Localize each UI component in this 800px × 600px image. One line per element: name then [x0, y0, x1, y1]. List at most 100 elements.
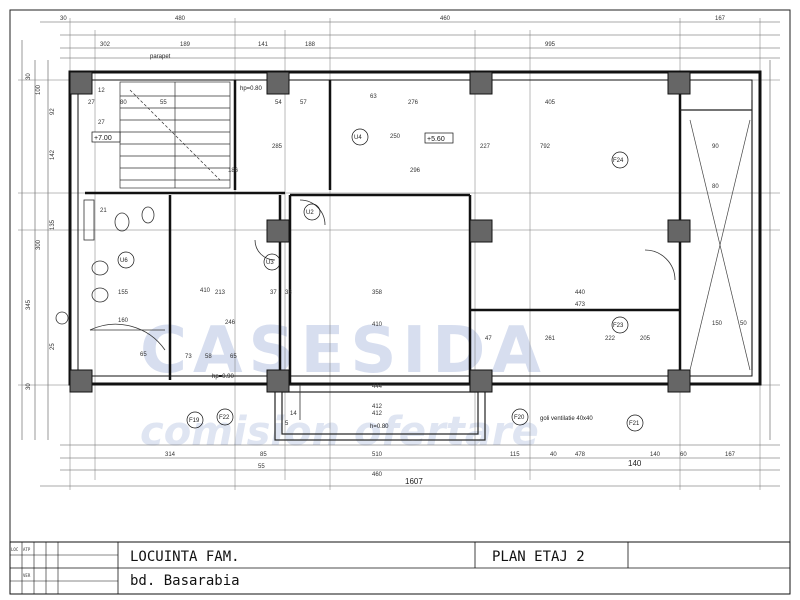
- top-dimensions: 30 480 460 167 302 189 141 188 995: [60, 16, 726, 48]
- dim-label: 792: [540, 144, 551, 150]
- exterior-walls: [68, 70, 762, 386]
- plan-notes: parapet hp=0.80 hp=0.90 goli ventilatie …: [150, 54, 593, 430]
- level-mark: +7.00: [94, 135, 112, 142]
- dim-label: 261: [545, 336, 556, 342]
- dim-label: 358: [372, 290, 383, 296]
- column: [266, 71, 290, 95]
- dim-label: 155: [118, 290, 129, 296]
- note-hp: hp=0.90: [212, 374, 235, 380]
- washbasin: [91, 287, 109, 303]
- dim-label: 65: [230, 354, 237, 360]
- column: [667, 71, 691, 95]
- dim-label: 314: [165, 452, 176, 458]
- staircase: [119, 81, 231, 189]
- dim-label: 167: [715, 16, 726, 22]
- dim-label: 50: [740, 321, 747, 327]
- dim-label: 186: [228, 168, 239, 174]
- dim-label: 58: [205, 354, 212, 360]
- project-address: bd. Basarabia: [130, 573, 240, 589]
- dim-label: 412: [372, 411, 383, 417]
- column: [667, 369, 691, 393]
- level-mark: +5.60: [427, 136, 445, 143]
- dim-label: 14: [290, 411, 297, 417]
- dim-label: 37: [270, 290, 277, 296]
- dim-label: 30: [60, 16, 67, 22]
- dim-label: 222: [605, 336, 616, 342]
- column: [469, 219, 493, 243]
- room-label: F22: [219, 415, 230, 421]
- dim-label: 73: [185, 354, 192, 360]
- dim-label: 995: [545, 42, 556, 48]
- dim-label: 460: [440, 16, 451, 22]
- balcony-outline: [274, 100, 753, 441]
- dim-label: 55: [160, 100, 167, 106]
- dim-label: 90: [712, 144, 719, 150]
- dim-label: 57: [300, 100, 307, 106]
- floor-drain: [55, 311, 69, 325]
- title-side-label: ATP: [23, 547, 31, 552]
- dim-label: 65: [140, 352, 147, 358]
- dim-label: 100: [36, 84, 42, 95]
- dim-label: 510: [372, 452, 383, 458]
- column: [69, 71, 93, 95]
- dim-label: 55: [258, 464, 265, 470]
- dim-label: 167: [725, 452, 736, 458]
- sheet-title: PLAN ETAJ 2: [492, 549, 585, 565]
- washbasin: [114, 212, 130, 232]
- dim-label: 189: [180, 42, 191, 48]
- dim-label: 27: [98, 120, 105, 126]
- project-name: LOCUINTA FAM.: [130, 549, 240, 565]
- dimension-lines: [21, 21, 780, 487]
- room-label: U4: [354, 135, 362, 141]
- watermark-tagline: comision ofertare: [140, 409, 539, 455]
- dim-label: 27: [88, 100, 95, 106]
- dim-label: 285: [272, 144, 283, 150]
- dim-label: 410: [372, 322, 383, 328]
- dim-label: 80: [120, 100, 127, 106]
- note-hp: hp=0.80: [240, 86, 263, 92]
- column: [266, 219, 290, 243]
- dim-label: 135: [50, 219, 56, 230]
- column: [469, 71, 493, 95]
- dim-label: 478: [575, 452, 586, 458]
- column: [69, 369, 93, 393]
- dim-label: 12: [98, 88, 105, 94]
- dim-label: 140: [650, 452, 661, 458]
- room-label: U3: [266, 260, 274, 266]
- left-dimensions: 100 300 345 30 30 142 92 25 135: [26, 73, 56, 390]
- dim-label: 141: [258, 42, 269, 48]
- title-side-label: LOC: [11, 547, 19, 552]
- dim-label: 63: [370, 94, 377, 100]
- bottom-dimensions: 314 85 55 510 115 40 478 140 60 167 460 …: [165, 411, 736, 486]
- sheet-border: [9, 9, 791, 595]
- door-swings: [254, 199, 676, 420]
- structural-columns: [69, 71, 691, 393]
- dim-label: 85: [260, 452, 267, 458]
- washbasin: [91, 260, 109, 276]
- dim-label: 412: [372, 404, 383, 410]
- room-label: U6: [120, 258, 128, 264]
- dim-label: 5: [285, 421, 289, 427]
- dim-label: 440: [575, 290, 586, 296]
- dim-label: 30: [26, 73, 32, 80]
- dim-label: 410: [200, 288, 211, 294]
- dim-label: 480: [175, 16, 186, 22]
- dim-label: 140: [628, 459, 642, 468]
- dim-label: 246: [225, 320, 236, 326]
- dim-label: 150: [712, 321, 723, 327]
- room-label: F21: [629, 421, 640, 427]
- toilet: [141, 206, 155, 224]
- dim-label: 444: [372, 384, 383, 390]
- column: [266, 369, 290, 393]
- roof-hatch: [689, 119, 751, 371]
- dim-label: 473: [575, 302, 586, 308]
- room-labels: [117, 128, 644, 432]
- dim-label: 205: [640, 336, 651, 342]
- dim-label: 47: [485, 336, 492, 342]
- dim-label: 302: [100, 42, 111, 48]
- dim-label: 250: [390, 134, 401, 140]
- dim-label: 80: [712, 184, 719, 190]
- room-label: F20: [514, 415, 525, 421]
- dim-label: 54: [275, 100, 282, 106]
